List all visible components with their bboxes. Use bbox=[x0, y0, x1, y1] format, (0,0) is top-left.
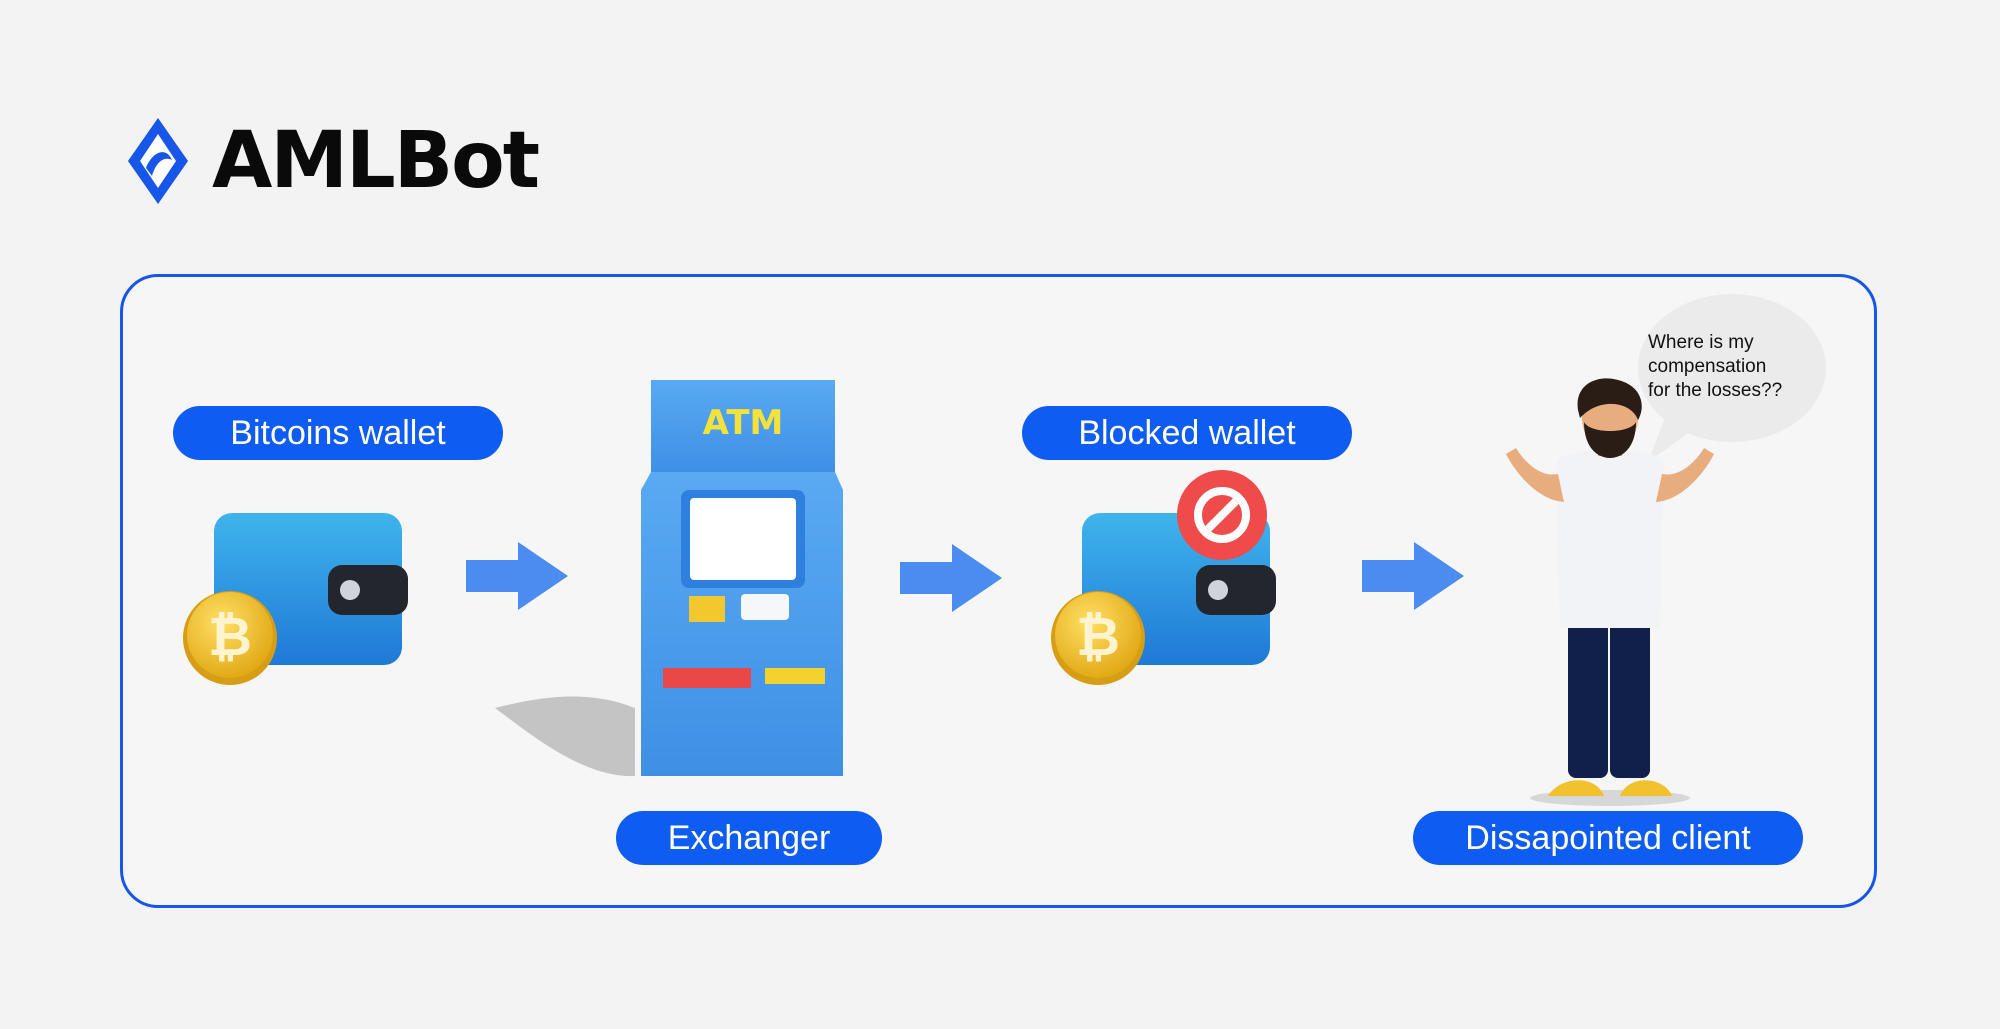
person-icon bbox=[1506, 378, 1714, 806]
svg-text:₿: ₿ bbox=[208, 605, 252, 668]
node-label-bitcoins-wallet: Bitcoins wallet bbox=[173, 406, 503, 460]
node-label-blocked-wallet: Blocked wallet bbox=[1022, 406, 1352, 460]
speech-bubble-text: Where is my compensation for the losses?… bbox=[1648, 332, 1783, 401]
speech-bubble bbox=[1638, 294, 1826, 462]
bitcoin-wallet-icon: ₿ bbox=[183, 513, 408, 685]
node-label-dissapointed-client: Dissapointed client bbox=[1413, 811, 1803, 865]
brand-logo: AMLBot bbox=[126, 116, 540, 206]
svg-text:₿: ₿ bbox=[1076, 605, 1120, 668]
amlbot-logo-icon bbox=[128, 118, 188, 204]
arrow-right-icon bbox=[1362, 542, 1464, 610]
blocked-wallet-icon: ₿ bbox=[1051, 470, 1276, 685]
atm-sign: ATM bbox=[703, 403, 784, 443]
arrow-right-icon bbox=[900, 544, 1002, 612]
brand-name: AMLBot bbox=[212, 116, 540, 206]
atm-icon: ATM bbox=[495, 380, 843, 777]
node-label-exchanger: Exchanger bbox=[616, 811, 882, 865]
arrow-right-icon bbox=[466, 542, 568, 610]
